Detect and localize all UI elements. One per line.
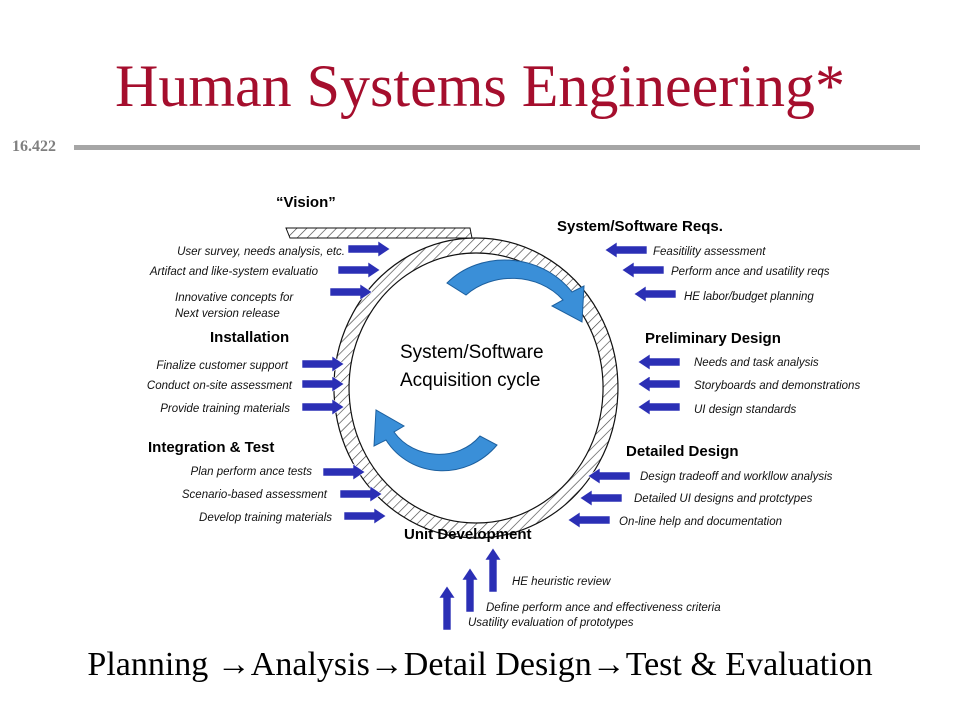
unit-heading: Unit Development [404, 526, 532, 543]
cycle-label-line1: System/Software [400, 342, 544, 363]
installation-item-2: Conduct on-site assessment [147, 380, 293, 392]
unit-item-2: Define perform ance and effectiveness cr… [486, 602, 721, 614]
integration-item-2: Scenario-based assessment [182, 489, 328, 501]
vision-item-1: User survey, needs analysis, etc. [177, 246, 345, 258]
prelim-item-3: UI design standards [694, 404, 797, 416]
unit-arrow-2 [461, 567, 479, 613]
detailed-item-1: Design tradeoff and workllow analysis [640, 471, 833, 483]
prelim-item-2: Storyboards and demonstrations [694, 380, 860, 392]
prelim-arrow-1 [637, 353, 681, 371]
reqs-arrow-2 [621, 261, 665, 279]
prelim-arrow-3 [637, 398, 681, 416]
unit-arrow-1 [484, 547, 502, 593]
cycle-arrow-top [446, 259, 585, 323]
cycle-label-line2: Acquisition cycle [400, 370, 540, 391]
reqs-item-3: HE labor/budget planning [684, 291, 814, 303]
title-rule [74, 145, 920, 150]
vision-item-4: Next version release [175, 308, 280, 320]
process-footer: Planning →Analysis→Detail Design→Test & … [87, 646, 873, 683]
integration-arrow-3 [343, 507, 387, 525]
detailed-item-2: Detailed UI designs and protctypes [634, 493, 813, 505]
installation-item-3: Provide training materials [160, 403, 290, 415]
prelim-item-1: Needs and task analysis [694, 357, 819, 369]
installation-heading: Installation [210, 329, 289, 346]
cycle-arrow-bottom [373, 409, 498, 472]
vision-tab [285, 227, 473, 239]
vision-arrow-1 [347, 240, 391, 258]
vision-item-3: Innovative concepts for [175, 292, 294, 304]
integration-item-3: Develop training materials [199, 512, 332, 524]
unit-arrow-3 [438, 585, 456, 631]
detailed-arrow-3 [567, 511, 611, 529]
vision-item-2: Artifact and like-system evaluatio [149, 266, 319, 278]
integration-item-1: Plan perform ance tests [191, 466, 313, 478]
vision-arrow-2 [337, 261, 381, 279]
vision-heading: “Vision” [276, 194, 336, 211]
reqs-item-1: Feasitility assessment [653, 246, 766, 258]
reqs-item-2: Perform ance and usatility reqs [671, 266, 830, 278]
reqs-arrow-3 [633, 285, 677, 303]
reqs-heading: System/Software Reqs. [557, 218, 723, 235]
detailed-item-3: On-line help and documentation [619, 516, 782, 528]
unit-item-1: HE heuristic review [512, 576, 611, 588]
reqs-arrow-1 [604, 241, 648, 259]
unit-item-3: Usatility evaluation of prototypes [468, 617, 634, 629]
course-number: 16.422 [12, 138, 56, 155]
slide-title: Human Systems Engineering* [115, 53, 845, 119]
prelim-arrow-2 [637, 375, 681, 393]
installation-item-1: Finalize customer support [156, 360, 288, 372]
integration-heading: Integration & Test [148, 439, 274, 456]
detailed-heading: Detailed Design [626, 443, 739, 460]
detailed-arrow-2 [579, 489, 623, 507]
prelim-heading: Preliminary Design [645, 330, 781, 347]
